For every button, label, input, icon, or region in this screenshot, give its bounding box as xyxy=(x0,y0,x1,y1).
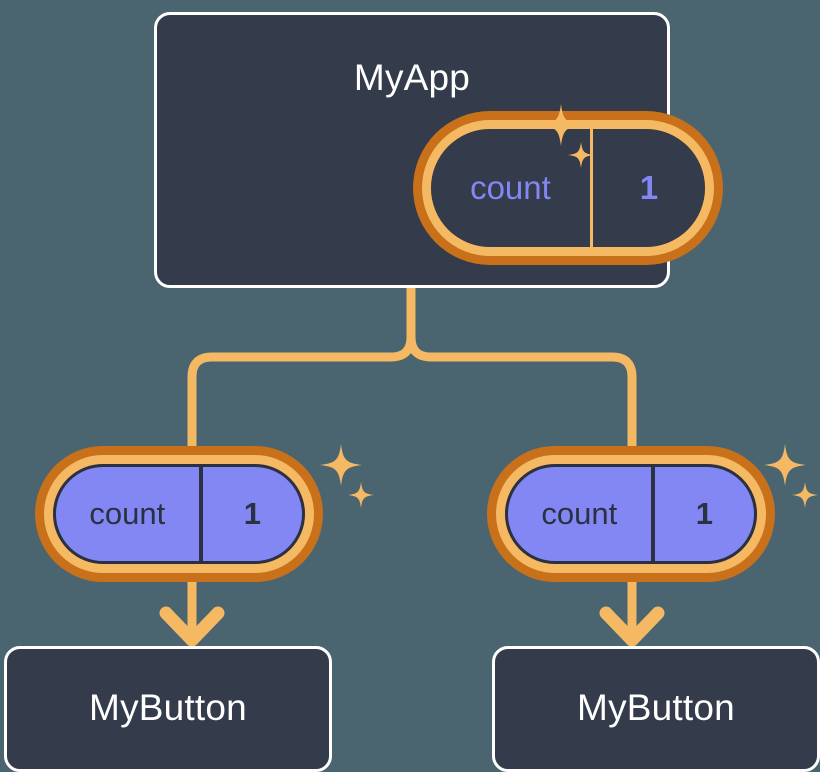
state-value-left: 1 xyxy=(198,467,302,561)
connector-root-to-right xyxy=(406,283,637,461)
sparkle-icon-left xyxy=(320,444,374,508)
state-value-myapp: 1 xyxy=(589,129,705,247)
arrow-down-icon-right xyxy=(599,606,665,647)
state-pill-right[interactable]: count 1 xyxy=(496,455,766,573)
state-pill-inner: count 1 xyxy=(431,129,705,247)
component-title-mybutton-right: MyButton xyxy=(577,687,735,728)
state-pill-left[interactable]: count 1 xyxy=(44,455,314,573)
state-value-right: 1 xyxy=(650,467,754,561)
connector-root-to-left xyxy=(187,283,416,461)
state-key-right: count xyxy=(541,496,618,531)
component-card-mybutton-left[interactable]: MyButton xyxy=(4,646,332,772)
state-key-myapp: count xyxy=(470,169,551,206)
component-card-myapp[interactable]: MyApp count 1 xyxy=(154,12,714,288)
component-title-mybutton-left: MyButton xyxy=(89,687,247,728)
arrow-down-icon-left xyxy=(159,606,225,647)
sparkle-icon-right xyxy=(764,444,818,508)
state-pill-myapp[interactable]: count 1 xyxy=(422,120,714,256)
state-pill-inner: count 1 xyxy=(505,464,757,564)
state-pill-inner: count 1 xyxy=(53,464,305,564)
component-title-myapp: MyApp xyxy=(353,57,471,98)
state-key-left: count xyxy=(89,496,166,531)
component-card-mybutton-right[interactable]: MyButton xyxy=(492,646,820,772)
